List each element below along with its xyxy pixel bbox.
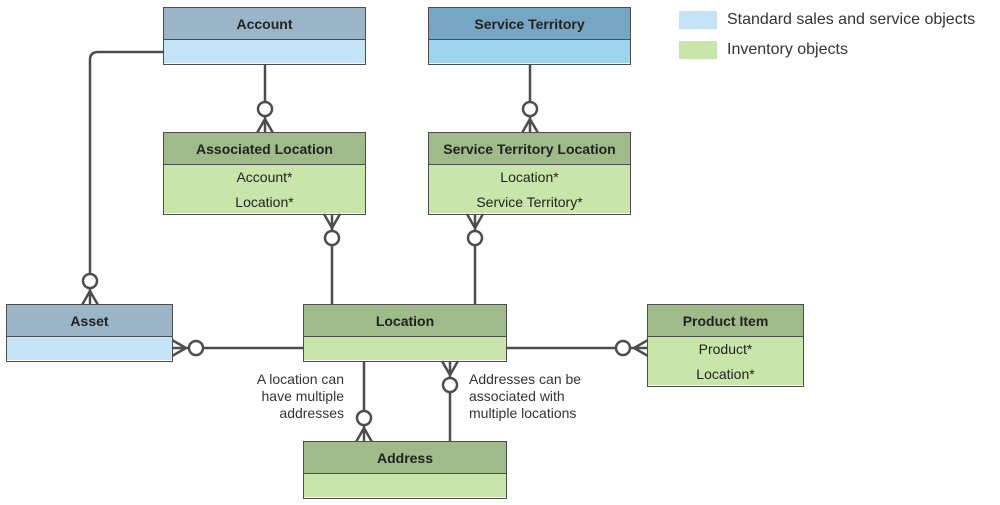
crows-foot [354, 425, 374, 443]
crows-foot [171, 338, 189, 358]
note-line: associated with [469, 388, 565, 404]
crows-foot [80, 288, 100, 306]
entity-account-body [164, 40, 365, 63]
optional-circle [355, 409, 373, 427]
entity-service-territory-location-body: Location* Service Territory* [429, 165, 630, 213]
field-location: Location* [235, 194, 294, 210]
optional-circle [81, 272, 99, 290]
field-product: Product* [698, 341, 753, 357]
legend-swatch-blue [679, 11, 717, 29]
crows-foot [520, 116, 540, 134]
entity-address-title: Address [304, 442, 506, 474]
entity-associated-location-body: Account* Location* [164, 165, 365, 213]
entity-address: Address [303, 441, 507, 499]
optional-circle [187, 339, 205, 357]
field-service-territory: Service Territory* [476, 194, 583, 210]
entity-location-title: Location [304, 305, 506, 337]
legend-item-standard: Standard sales and service objects [679, 11, 975, 29]
entity-product-item: Product Item Product* Location* [647, 304, 804, 387]
optional-circle [466, 229, 484, 247]
entity-product-item-title: Product Item [648, 305, 803, 337]
entity-location-body [304, 337, 506, 360]
optional-circle [614, 339, 632, 357]
entity-asset-body [7, 337, 172, 360]
entity-service-territory-body [429, 40, 630, 63]
note-line: have multiple [261, 388, 345, 404]
note-line: addresses [279, 405, 344, 421]
field-account: Account* [236, 169, 293, 185]
legend-swatch-green [679, 41, 717, 59]
entity-asset: Asset [6, 304, 173, 362]
entity-product-item-body: Product* Location* [648, 337, 803, 385]
optional-circle [256, 100, 274, 118]
legend-label: Standard sales and service objects [727, 11, 976, 28]
optional-circle [441, 376, 459, 394]
entity-account: Account [163, 7, 366, 65]
entity-service-territory: Service Territory [428, 7, 631, 65]
crows-foot [322, 213, 342, 231]
note-location-addresses: A location can have multiple addresses [236, 371, 344, 422]
entity-asset-title: Asset [7, 305, 172, 337]
entity-account-title: Account [164, 8, 365, 40]
field-location: Location* [500, 169, 559, 185]
note-line: Addresses can be [469, 371, 582, 387]
legend-item-inventory: Inventory objects [679, 41, 848, 59]
entity-address-body [304, 474, 506, 497]
entity-associated-location: Associated Location Account* Location* [163, 132, 366, 215]
optional-circle [323, 229, 341, 247]
note-address-locations: Addresses can be associated with multipl… [469, 371, 619, 422]
note-line: multiple locations [469, 405, 577, 421]
legend-label: Inventory objects [727, 41, 848, 58]
entity-service-territory-title: Service Territory [429, 8, 630, 40]
crows-foot [630, 338, 649, 358]
entity-service-territory-location: Service Territory Location Location* Ser… [428, 132, 631, 215]
note-line: A location can [256, 371, 344, 387]
optional-circle [521, 100, 539, 118]
crows-foot [255, 116, 275, 134]
entity-associated-location-title: Associated Location [164, 133, 365, 165]
entity-service-territory-location-title: Service Territory Location [429, 133, 630, 165]
field-location: Location* [696, 366, 755, 382]
crows-foot [440, 360, 460, 378]
entity-location: Location [303, 304, 507, 362]
crows-foot [465, 213, 485, 231]
connector-account-asset [88, 50, 164, 274]
